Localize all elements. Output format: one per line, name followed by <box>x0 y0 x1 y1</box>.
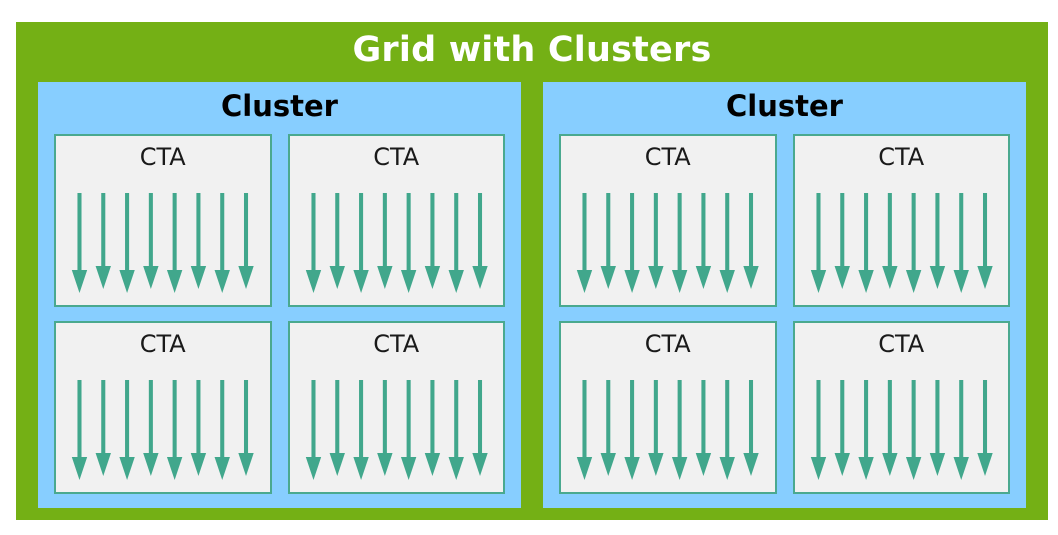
thread-arrow <box>881 193 898 289</box>
thread-arrow <box>671 380 688 480</box>
thread-arrow <box>424 193 440 289</box>
thread-arrow <box>671 193 688 293</box>
thread-arrow <box>648 193 664 289</box>
thread-arrows-group <box>290 378 504 482</box>
thread-arrow <box>929 193 945 289</box>
thread-arrow <box>471 380 488 476</box>
cta-label: CTA <box>373 143 420 171</box>
thread-arrows-group <box>56 378 270 482</box>
thread-arrows-group <box>561 191 775 295</box>
thread-arrow <box>929 380 945 476</box>
cluster-1-cta-grid: CTA CTA CTA CTA <box>559 134 1010 494</box>
clusters-row: Cluster CTA CTA CTA CTA <box>38 82 1026 508</box>
thread-arrow <box>71 193 88 293</box>
thread-arrow <box>743 193 759 289</box>
cluster-1-cta-2: CTA <box>559 321 777 494</box>
grid-panel: Grid with Clusters Cluster CTA CTA CTA <box>16 22 1048 520</box>
thread-arrow <box>576 380 593 480</box>
thread-arrow <box>400 193 416 293</box>
thread-arrow <box>905 380 921 480</box>
thread-arrow <box>881 380 898 476</box>
thread-arrow <box>600 380 616 476</box>
thread-arrow <box>810 193 826 293</box>
cta-label: CTA <box>878 143 925 171</box>
cta-label: CTA <box>878 330 925 358</box>
thread-arrow <box>352 193 369 293</box>
thread-arrow <box>600 193 616 289</box>
thread-arrow <box>695 193 712 289</box>
cluster-0: Cluster CTA CTA CTA CTA <box>38 82 521 508</box>
thread-arrow <box>352 380 369 480</box>
cluster-0-cta-3: CTA <box>287 321 505 494</box>
thread-arrow <box>448 193 464 293</box>
thread-arrow <box>976 380 993 476</box>
thread-arrow <box>95 193 111 289</box>
thread-arrow <box>400 380 416 480</box>
thread-arrow <box>376 193 393 289</box>
thread-arrows-group <box>561 378 775 482</box>
thread-arrow <box>238 380 254 476</box>
cta-label: CTA <box>139 143 186 171</box>
thread-arrows-group <box>56 191 270 295</box>
thread-arrow <box>190 380 207 476</box>
thread-arrow <box>834 193 850 289</box>
thread-arrow <box>695 380 712 476</box>
thread-arrow <box>576 193 593 293</box>
thread-arrow <box>857 380 874 480</box>
thread-arrow <box>190 193 207 289</box>
thread-arrow <box>143 193 159 289</box>
thread-arrow <box>329 193 345 289</box>
thread-arrows-group <box>795 378 1009 482</box>
thread-arrow <box>448 380 464 480</box>
cluster-0-title: Cluster <box>221 89 338 123</box>
thread-arrow <box>648 380 664 476</box>
cluster-1-cta-3: CTA <box>792 321 1010 494</box>
cluster-1-cta-1: CTA <box>792 134 1010 307</box>
thread-arrow <box>857 193 874 293</box>
thread-arrow <box>719 193 735 293</box>
thread-arrow <box>166 380 183 480</box>
thread-arrow <box>976 193 993 289</box>
thread-arrow <box>329 380 345 476</box>
thread-arrow <box>71 380 88 480</box>
cluster-0-cta-2: CTA <box>54 321 272 494</box>
cluster-1-cta-0: CTA <box>559 134 777 307</box>
thread-arrow <box>119 193 135 293</box>
thread-arrows-group <box>795 191 1009 295</box>
thread-arrow <box>95 380 111 476</box>
thread-arrow <box>214 193 230 293</box>
cta-label: CTA <box>644 330 691 358</box>
thread-arrow <box>834 380 850 476</box>
thread-arrow <box>953 193 969 293</box>
thread-arrow <box>166 193 183 293</box>
grid-title: Grid with Clusters <box>352 30 712 70</box>
thread-arrow <box>305 193 321 293</box>
thread-arrow <box>376 380 393 476</box>
thread-arrow <box>810 380 826 480</box>
cta-label: CTA <box>139 330 186 358</box>
cluster-0-cta-0: CTA <box>54 134 272 307</box>
cluster-0-cta-1: CTA <box>287 134 505 307</box>
thread-arrow <box>238 193 254 289</box>
thread-arrow <box>143 380 159 476</box>
thread-arrow <box>471 193 488 289</box>
thread-arrows-group <box>290 191 504 295</box>
cta-label: CTA <box>644 143 691 171</box>
thread-arrow <box>624 380 640 480</box>
thread-arrow <box>953 380 969 480</box>
thread-arrow <box>119 380 135 480</box>
cta-label: CTA <box>373 330 420 358</box>
cluster-0-cta-grid: CTA CTA CTA CTA <box>54 134 505 494</box>
thread-arrow <box>905 193 921 293</box>
thread-arrow <box>743 380 759 476</box>
cluster-1-title: Cluster <box>726 89 843 123</box>
thread-arrow <box>214 380 230 480</box>
thread-arrow <box>624 193 640 293</box>
thread-arrow <box>719 380 735 480</box>
cluster-1: Cluster CTA CTA CTA CTA <box>543 82 1026 508</box>
thread-arrow <box>424 380 440 476</box>
thread-arrow <box>305 380 321 480</box>
